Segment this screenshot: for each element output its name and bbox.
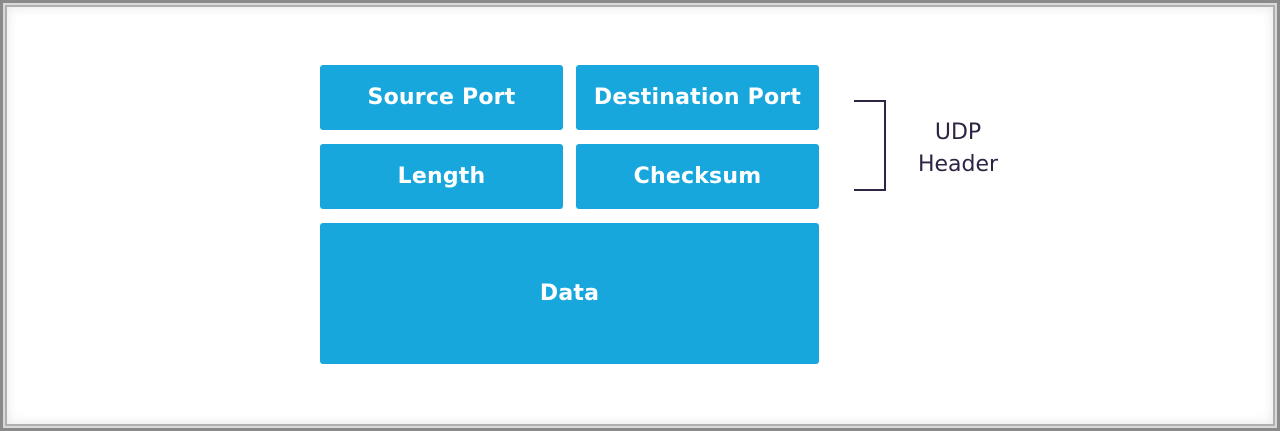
checksum-field: Checksum xyxy=(576,144,819,209)
udp-header-label-line1: UDP xyxy=(934,120,982,145)
length-field: Length xyxy=(320,144,563,209)
source-port-field: Source Port xyxy=(320,65,563,130)
data-field: Data xyxy=(320,223,819,364)
udp-header-label-line2: Header xyxy=(917,152,999,177)
udp-header-label: UDP Header xyxy=(903,117,1013,181)
destination-port-field: Destination Port xyxy=(576,65,819,130)
header-bracket xyxy=(854,100,886,191)
